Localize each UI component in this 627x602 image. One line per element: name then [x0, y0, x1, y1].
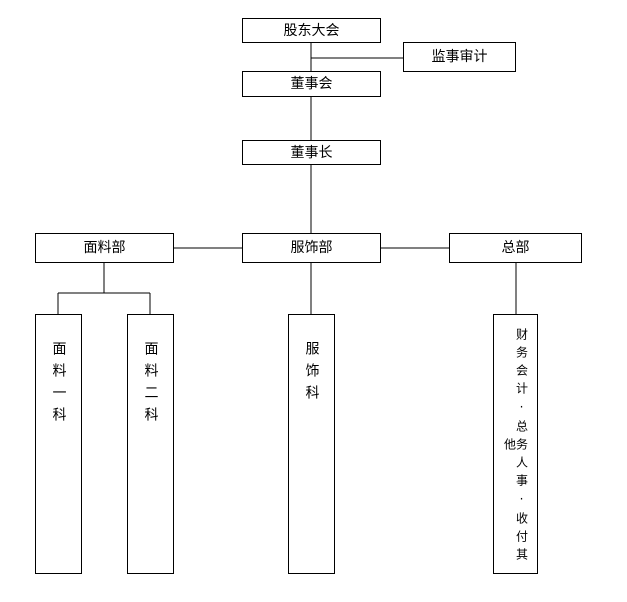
supervisory-audit-label: 监事审计 — [431, 49, 488, 65]
board-of-directors-box: 董事会 — [242, 71, 381, 97]
board-of-directors-label: 董事会 — [290, 76, 333, 92]
chairman-label: 董事长 — [290, 144, 333, 161]
fabric-section-1-box: 面料一科 — [35, 314, 82, 574]
supervisory-audit-box: 监事审计 — [403, 42, 516, 72]
general-functions-label: 财务会计·总务人事·收付其他 — [502, 328, 529, 566]
fabric-section-1-label: 面料一科 — [50, 341, 67, 429]
general-dept-box: 总部 — [449, 233, 582, 263]
apparel-section-label: 服饰科 — [303, 341, 320, 407]
shareholders-meeting-box: 股东大会 — [242, 18, 381, 43]
shareholders-meeting-label: 股东大会 — [283, 22, 340, 39]
fabric-section-2-box: 面料二科 — [127, 314, 174, 574]
chairman-box: 董事长 — [242, 140, 381, 165]
general-functions-box: 财务会计·总务人事·收付其他 — [493, 314, 538, 574]
fabric-section-2-label: 面料二科 — [142, 341, 159, 429]
apparel-dept-label: 服饰部 — [290, 240, 333, 256]
apparel-section-box: 服饰科 — [288, 314, 335, 574]
apparel-dept-box: 服饰部 — [242, 233, 381, 263]
fabric-dept-label: 面料部 — [83, 240, 126, 256]
general-dept-label: 总部 — [501, 240, 530, 256]
fabric-dept-box: 面料部 — [35, 233, 174, 263]
